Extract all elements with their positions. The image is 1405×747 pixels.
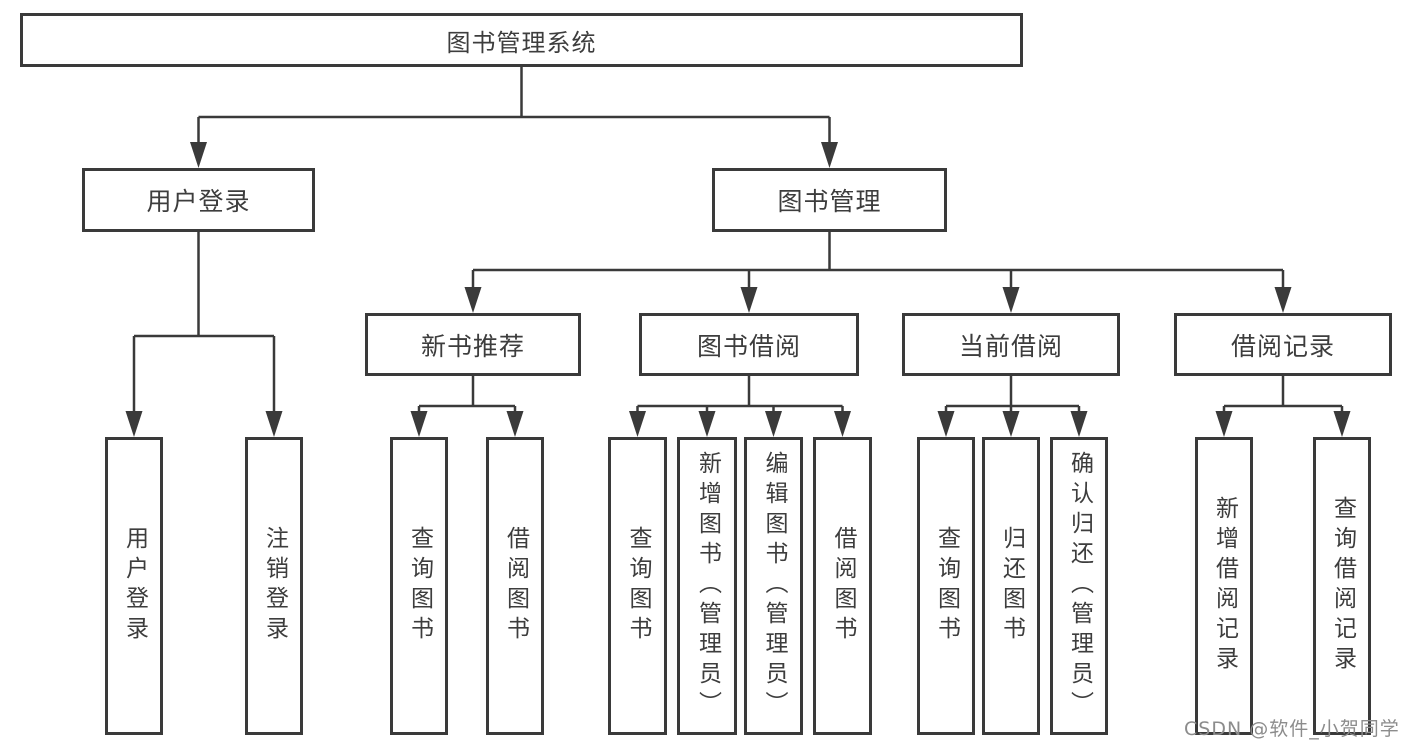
leaf-recommend-borrow-books: 借阅图书	[486, 437, 544, 735]
arrow-icon	[821, 142, 838, 168]
arrow-icon	[506, 411, 524, 437]
edge-borrow-records-group	[1222, 376, 1344, 415]
node-label: 查询图书	[625, 526, 651, 646]
leaf-borrow-add-books-admin: 新增图书（管理员）	[677, 437, 737, 735]
arrow-icon	[464, 287, 482, 313]
node-label: 图书管理系统	[446, 28, 597, 57]
node-label: 查询借阅记录	[1329, 496, 1356, 676]
node-borrow-records: 借阅记录	[1174, 313, 1392, 376]
leaf-borrow-edit-books-admin: 编辑图书（管理员）	[744, 437, 803, 735]
node-current-borrow: 当前借阅	[902, 313, 1120, 376]
node-label: 用户登录	[146, 187, 251, 216]
node-label: 确认归还（管理员）	[1066, 451, 1093, 721]
leaf-current-query-books: 查询图书	[917, 437, 975, 735]
node-label: 归还图书	[998, 526, 1025, 646]
arrow-icon	[1002, 411, 1020, 437]
edge-current-borrow-group	[944, 376, 1081, 415]
leaf-user-login: 用户登录	[105, 437, 163, 735]
node-user-login: 用户登录	[82, 168, 315, 232]
arrow-icon	[629, 411, 646, 437]
arrow-icon	[1002, 287, 1020, 313]
leaf-records-query-record: 查询借阅记录	[1313, 437, 1371, 735]
arrow-icon	[265, 411, 283, 437]
node-label: 新增借阅记录	[1211, 496, 1238, 676]
node-label: 图书管理	[777, 187, 882, 216]
node-label: 新书推荐	[420, 331, 525, 361]
node-label: 借阅图书	[830, 526, 856, 646]
node-label: 借阅图书	[502, 526, 529, 646]
arrow-icon	[190, 142, 207, 168]
arrow-icon	[937, 411, 955, 437]
edge-new-book-recommend-group	[417, 376, 517, 415]
node-label: 用户登录	[121, 526, 148, 646]
node-book-management: 图书管理	[712, 168, 947, 232]
node-label: 注销登录	[261, 526, 288, 646]
arrow-icon	[1274, 287, 1292, 313]
edge-user-login-group	[132, 232, 276, 415]
arrow-icon	[834, 411, 851, 437]
arrow-icon	[1070, 411, 1088, 437]
arrow-icon	[1333, 411, 1351, 437]
node-book-borrow: 图书借阅	[639, 313, 859, 376]
leaf-current-confirm-return-admin: 确认归还（管理员）	[1050, 437, 1108, 735]
watermark-text: CSDN @软件_小贺同学	[1184, 718, 1400, 740]
node-label: 当前借阅	[958, 331, 1063, 361]
leaf-recommend-query-books: 查询图书	[390, 437, 448, 735]
node-new-book-recommend: 新书推荐	[365, 313, 581, 376]
node-label: 借阅记录	[1230, 331, 1335, 361]
edge-book-borrow-group	[636, 376, 844, 415]
node-label: 编辑图书（管理员）	[761, 451, 787, 721]
arrow-icon	[125, 411, 143, 437]
arrow-icon	[698, 411, 716, 437]
edge-book-management-group	[471, 232, 1285, 291]
arrow-icon	[740, 287, 758, 313]
node-label: 查询图书	[933, 526, 960, 646]
leaf-current-return-books: 归还图书	[982, 437, 1040, 735]
arrow-icon	[410, 411, 428, 437]
leaf-borrow-borrow-books: 借阅图书	[813, 437, 872, 735]
node-label: 新增图书（管理员）	[694, 451, 721, 721]
leaf-borrow-query-books: 查询图书	[608, 437, 667, 735]
node-label: 查询图书	[406, 526, 433, 646]
arrow-icon	[765, 411, 782, 437]
leaf-logout: 注销登录	[245, 437, 303, 735]
edge-root-to-level2	[197, 67, 831, 146]
node-label: 图书借阅	[696, 331, 801, 361]
leaf-records-add-record: 新增借阅记录	[1195, 437, 1253, 735]
node-library-management-system: 图书管理系统	[20, 13, 1023, 67]
arrow-icon	[1215, 411, 1233, 437]
